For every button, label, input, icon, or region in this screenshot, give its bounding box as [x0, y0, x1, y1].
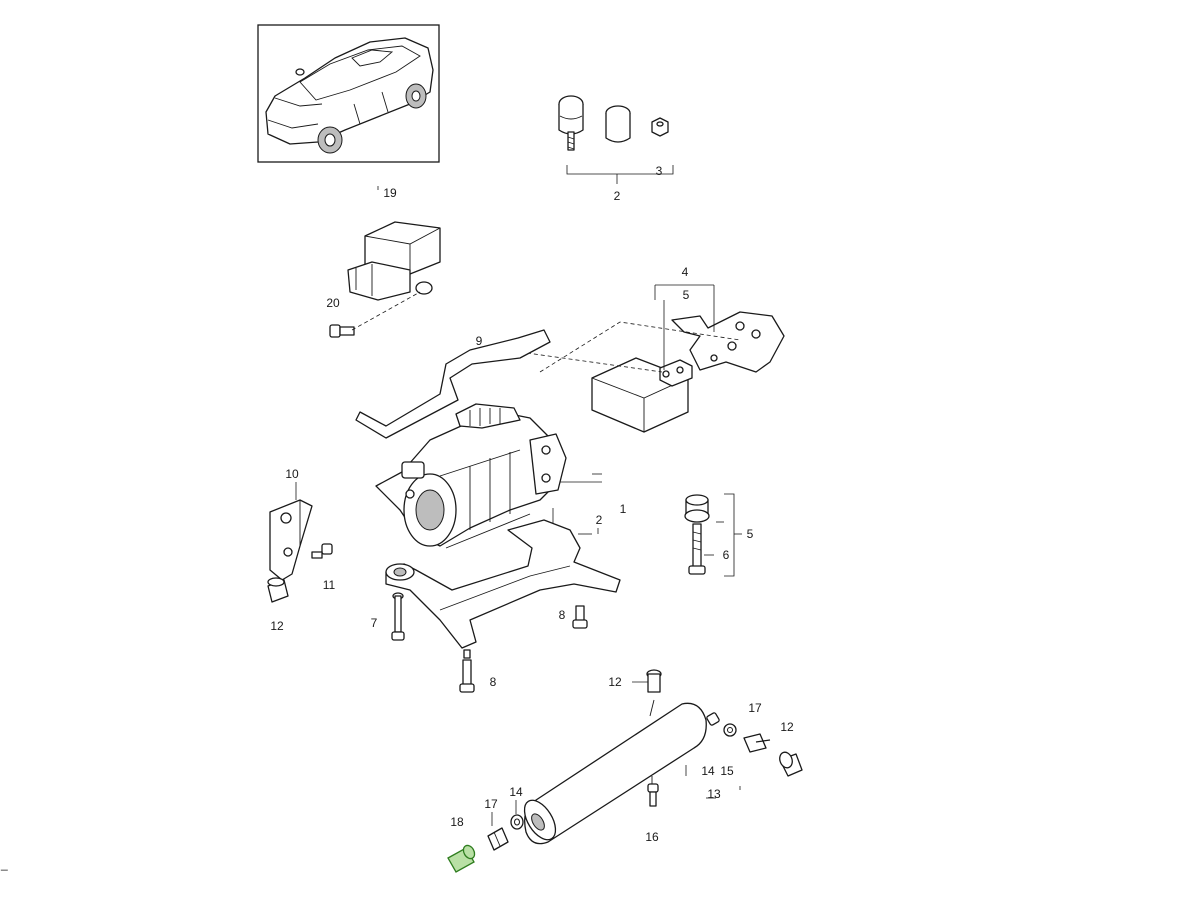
callout-17-right: 17 — [748, 701, 762, 715]
callout-14-right: 14 — [701, 764, 715, 778]
bolt-16-part[interactable] — [647, 783, 659, 807]
callout-20: 20 — [326, 296, 340, 310]
callout-14-left: 14 — [509, 785, 523, 799]
bracket-bolt-part[interactable] — [311, 543, 333, 559]
bracket-stud-part[interactable] — [267, 577, 289, 603]
compressor-part[interactable] — [375, 403, 567, 549]
cap-12-right-part[interactable] — [778, 750, 803, 777]
buffer-bolt-part[interactable] — [558, 95, 584, 151]
bushing-bolt-part[interactable] — [688, 523, 706, 575]
callout-5-right: 5 — [747, 527, 754, 541]
sensor-bolt-part[interactable] — [329, 324, 355, 338]
bracket-part[interactable] — [269, 499, 313, 581]
callout-15: 15 — [720, 764, 734, 778]
callout-10: 10 — [285, 467, 299, 481]
callout-3: 3 — [656, 164, 663, 178]
callout-17-left: 17 — [484, 797, 498, 811]
mount-parts-group — [558, 95, 674, 184]
callout-2-mid: 2 — [596, 513, 603, 527]
svg-text:_: _ — [0, 857, 8, 871]
callout-8-bottom: 8 — [490, 675, 497, 689]
fitting-17-left-part[interactable] — [487, 827, 509, 851]
cap-18-part[interactable] — [447, 843, 477, 873]
level-sensor-part[interactable] — [347, 221, 441, 301]
control-unit-part[interactable] — [591, 357, 693, 433]
callout-18: 18 — [450, 815, 464, 829]
callout-9: 9 — [476, 334, 483, 348]
callout-16: 16 — [645, 830, 659, 844]
callout-6: 6 — [723, 548, 730, 562]
bolt-8-right-part[interactable] — [572, 605, 588, 629]
callout-19: 19 — [383, 186, 397, 200]
seal-15-part[interactable] — [723, 723, 737, 737]
control-unit-bracket-part[interactable] — [671, 311, 785, 373]
seal-14-left-part[interactable] — [510, 814, 524, 830]
buffer-part[interactable] — [605, 105, 631, 143]
carrier-bracket-part[interactable] — [385, 519, 621, 649]
bushing-part[interactable] — [684, 494, 710, 523]
callout-4: 4 — [682, 265, 689, 279]
air-line-part[interactable] — [355, 329, 551, 439]
callout-2-top: 2 — [614, 189, 621, 203]
callout-11: 11 — [323, 578, 336, 592]
callout-1: 1 — [620, 502, 627, 516]
bolt-7-part[interactable] — [391, 592, 405, 641]
vehicle-thumbnail — [257, 24, 440, 163]
callout-12-right: 12 — [780, 720, 794, 734]
callout-12-mid: 12 — [608, 675, 622, 689]
callout-13: 13 — [707, 787, 721, 801]
fitting-17-right-part[interactable] — [743, 733, 771, 753]
nut-part[interactable] — [651, 117, 669, 137]
bolt-8-bottom-part[interactable] — [459, 649, 475, 693]
callout-8-right: 8 — [559, 608, 566, 622]
callout-5-top: 5 — [683, 288, 690, 302]
pressure-reservoir-part[interactable] — [518, 699, 720, 845]
callout-12-left: 12 — [270, 619, 284, 633]
plug-12-mid-part[interactable] — [646, 669, 662, 693]
callout-7: 7 — [371, 616, 378, 630]
